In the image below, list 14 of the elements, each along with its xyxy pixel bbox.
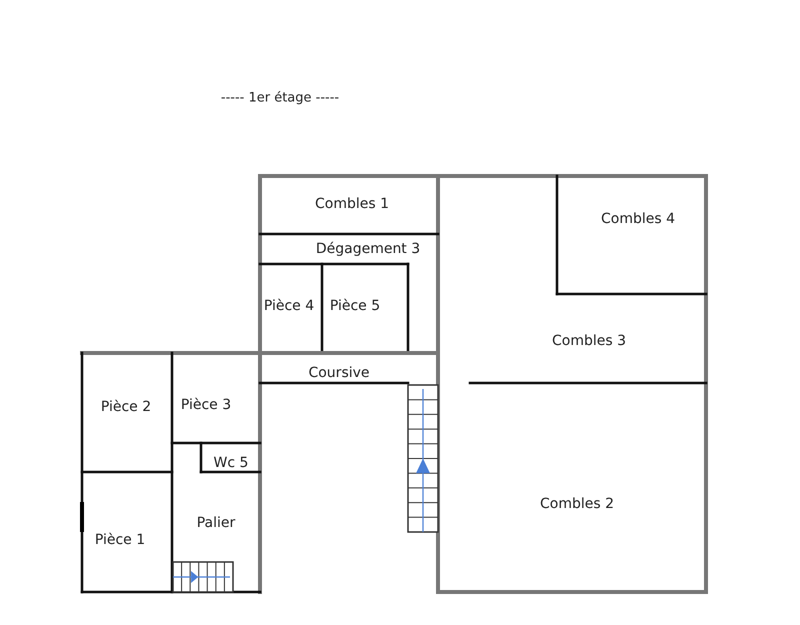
room-label: Coursive	[308, 365, 370, 381]
room-label: Dégagement 3	[316, 241, 420, 257]
floor-title: ----- 1er étage -----	[220, 90, 340, 106]
room-label: Pièce 3	[180, 397, 232, 413]
room-label: Combles 4	[600, 211, 676, 227]
room-label: Combles 2	[540, 496, 614, 512]
room-label: Pièce 2	[100, 399, 152, 415]
room-label: Combles 3	[552, 333, 626, 349]
room-label: Pièce 4	[264, 298, 314, 314]
room-label: Wc 5	[214, 455, 248, 471]
room-label: Pièce 1	[94, 532, 146, 548]
room-label: Palier	[196, 515, 236, 531]
room-label: Combles 1	[314, 196, 390, 212]
room-label: Pièce 5	[330, 298, 380, 314]
